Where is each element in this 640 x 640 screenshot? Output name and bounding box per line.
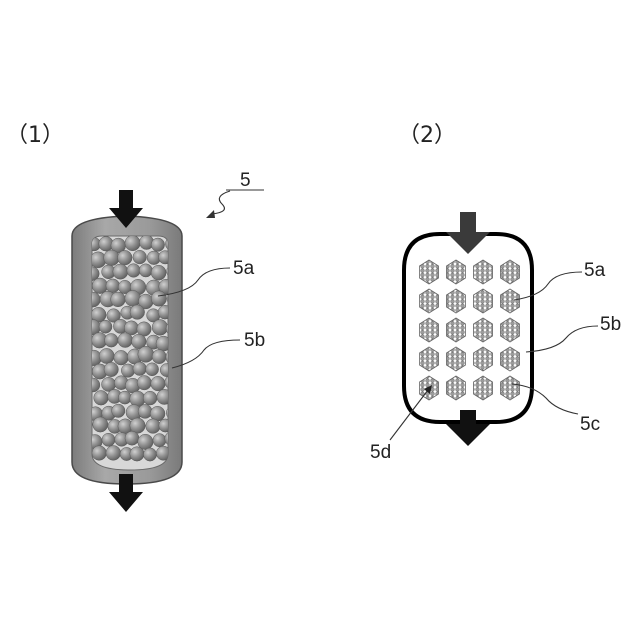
bead [99, 320, 112, 333]
p1-label-5b: 5b [244, 330, 265, 351]
p2-label-5d: 5d [370, 442, 391, 463]
bead [138, 404, 152, 418]
p1-label-5a: 5a [233, 258, 255, 279]
bead [151, 265, 166, 280]
bead [152, 350, 166, 364]
bead [114, 350, 129, 365]
bead [139, 264, 152, 277]
bead [94, 391, 109, 406]
bead [125, 235, 140, 250]
bead [125, 431, 139, 445]
bead [121, 364, 134, 377]
bead [143, 391, 157, 405]
bead [146, 419, 161, 434]
bead [133, 362, 147, 376]
label-5-arrowhead-icon [206, 210, 215, 218]
bead [138, 346, 154, 362]
bead [105, 334, 119, 348]
bead [143, 448, 156, 461]
bead [106, 446, 121, 461]
bead [104, 250, 120, 266]
bead [152, 320, 168, 336]
bead [146, 363, 159, 376]
bead [111, 292, 126, 307]
bead [137, 376, 151, 390]
bead [153, 434, 166, 447]
bead [118, 391, 131, 404]
bead [92, 278, 108, 294]
bead [92, 446, 107, 461]
bead [106, 279, 120, 293]
bead [125, 290, 141, 306]
bead [151, 291, 166, 306]
label-5: 5 [240, 170, 251, 191]
bead [118, 333, 133, 348]
bead [130, 447, 144, 461]
bead [118, 250, 133, 265]
bead [133, 250, 147, 264]
p2-label-5a: 5a [584, 260, 606, 281]
p2-label-5c: 5c [580, 414, 600, 435]
bead [93, 417, 108, 432]
bead [102, 433, 115, 446]
vessel-2 [404, 212, 532, 446]
p2-5b-leader [526, 326, 598, 352]
bead [127, 264, 141, 278]
label-5-leader [212, 191, 230, 214]
panel-2-label: （2） [398, 123, 456, 148]
bead [104, 362, 118, 376]
p2-label-5b: 5b [600, 314, 621, 335]
bead [113, 264, 128, 279]
bead [130, 305, 145, 320]
column-1 [72, 190, 187, 512]
bead [130, 391, 146, 407]
panel-1-label: （1） [6, 123, 64, 148]
bead [112, 404, 125, 417]
bead [99, 348, 114, 363]
bead [151, 238, 164, 251]
bead [151, 376, 166, 391]
